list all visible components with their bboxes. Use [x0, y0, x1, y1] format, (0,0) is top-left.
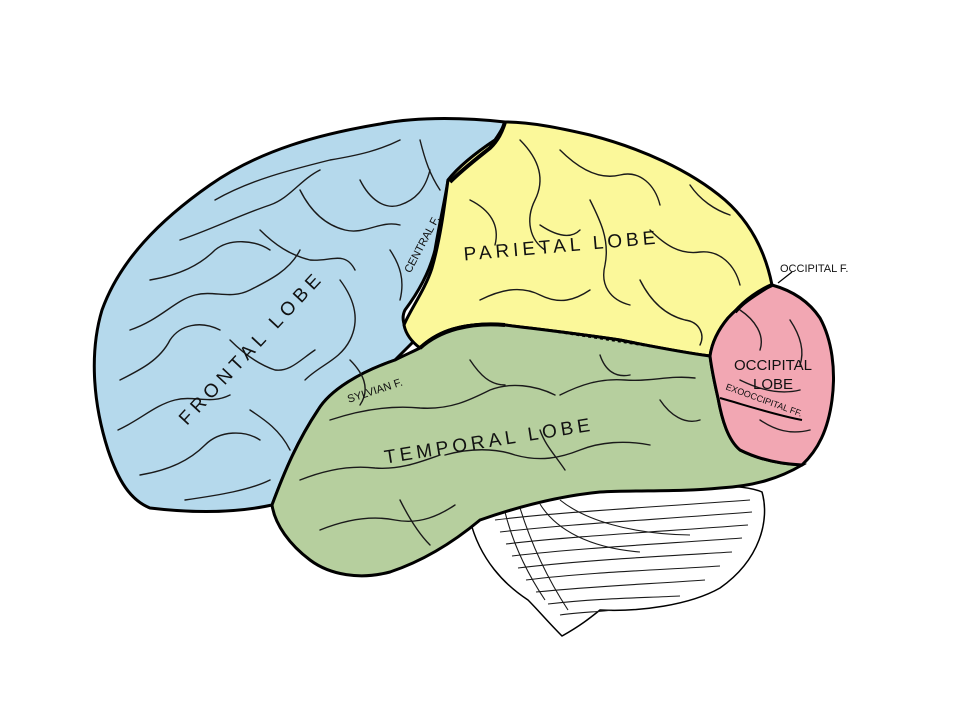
occipital-lobe-label-line2: LOBE: [753, 376, 793, 393]
central-fissure-line: [448, 121, 507, 184]
exooccipital-fissure-line: [719, 397, 803, 421]
temporal-gyri: [299, 354, 701, 546]
occipital-lobe-region: [708, 283, 835, 467]
parietal-temporal-boundary: [504, 324, 711, 357]
cerebellum: [469, 484, 766, 637]
occipital-f-pointer: [777, 271, 793, 284]
occipital-fissure-label: OCCIPITAL F.: [780, 263, 848, 275]
cerebellum-folia: [494, 499, 753, 616]
temporal-lobe-region: [270, 322, 808, 578]
sylvian-fissure-line: [418, 322, 506, 350]
occipital-lobe-label-line1: OCCIPITAL: [734, 357, 812, 374]
parietal-gyri: [469, 139, 741, 346]
frontal-gyri: [117, 139, 441, 501]
occipital-gyri: [739, 309, 811, 433]
occipital-fissure-line: [733, 283, 773, 314]
